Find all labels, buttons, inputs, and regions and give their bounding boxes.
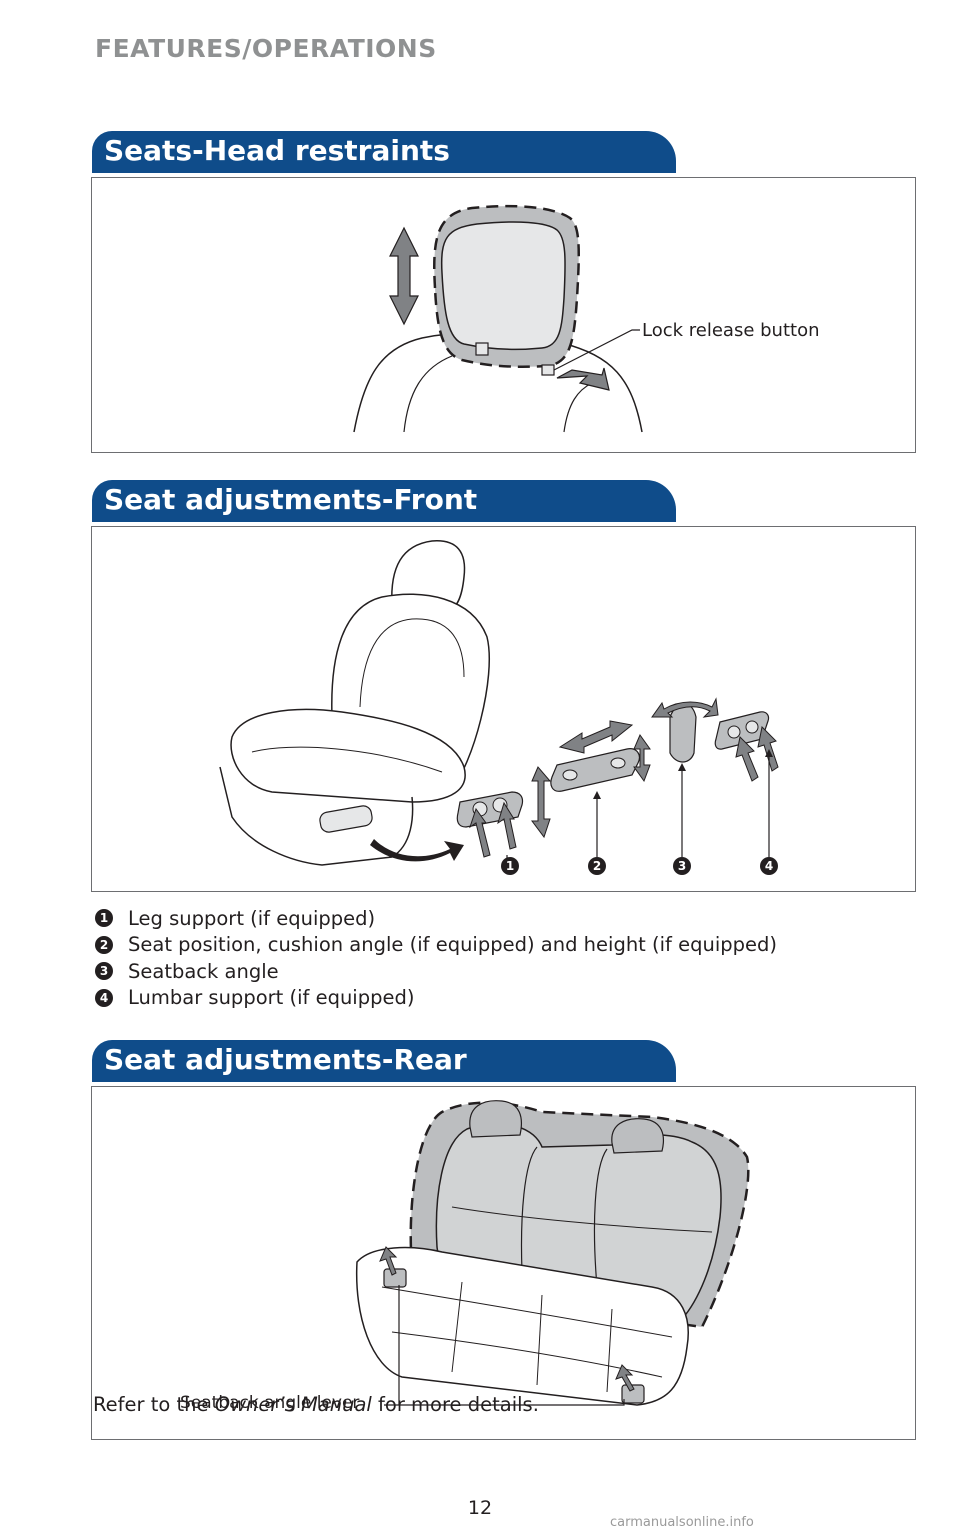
note-prefix: Refer to the [93,1393,215,1416]
watermark: carmanualsonline.info [610,1515,754,1530]
section-tab-front: Seat adjustments-Front [92,480,676,522]
section-title-front: Seat adjustments-Front [104,483,478,516]
legend-item: 4 Lumbar support (if equipped) [95,985,777,1012]
legend-text: Lumbar support (if equipped) [128,986,415,1010]
marker-1: 1 [501,857,519,875]
section-title-head-restraints: Seats-Head restraints [104,134,450,167]
legend-number: 4 [95,988,113,1007]
legend-text: Seatback angle [128,959,279,983]
head-restraint-illustration [353,204,643,433]
head-restraint-figure-panel: Lock release button [91,177,916,453]
rear-seat-figure-panel: Seatback angle lever [91,1086,916,1440]
legend-number: 2 [95,935,113,954]
page-number: 12 [467,1497,493,1519]
front-seat-legend: 1 Leg support (if equipped) 2 Seat posit… [95,905,777,1011]
legend-text: Seat position, cushion angle (if equippe… [128,933,778,957]
seatback-angle-lever-callout: Seatback angle lever [180,1393,360,1413]
section-tab-rear: Seat adjustments-Rear [92,1040,676,1082]
lock-release-button-callout: Lock release button [642,320,820,341]
owners-manual-note: Refer to the Owner’s Manual for more det… [93,1393,539,1416]
marker-3: 3 [673,857,691,875]
marker-4: 4 [760,857,778,875]
legend-item: 3 Seatback angle [95,958,777,985]
section-tab-head-restraints: Seats-Head restraints [92,131,676,173]
section-title-rear: Seat adjustments-Rear [104,1043,467,1076]
page-header: FEATURES/OPERATIONS [95,34,437,63]
legend-number: 1 [95,909,113,928]
front-seat-figure-panel: 1 2 3 4 [91,526,916,892]
legend-number: 3 [95,962,113,981]
rear-seat-illustration [355,1100,750,1406]
note-suffix: for more details. [371,1393,539,1416]
marker-2: 2 [588,857,606,875]
note-manual-title: Owner’s Manual [214,1393,372,1416]
legend-item: 2 Seat position, cushion angle (if equip… [95,932,777,959]
legend-item: 1 Leg support (if equipped) [95,905,777,932]
legend-text: Leg support (if equipped) [128,906,376,930]
front-seat-illustration [219,540,779,866]
